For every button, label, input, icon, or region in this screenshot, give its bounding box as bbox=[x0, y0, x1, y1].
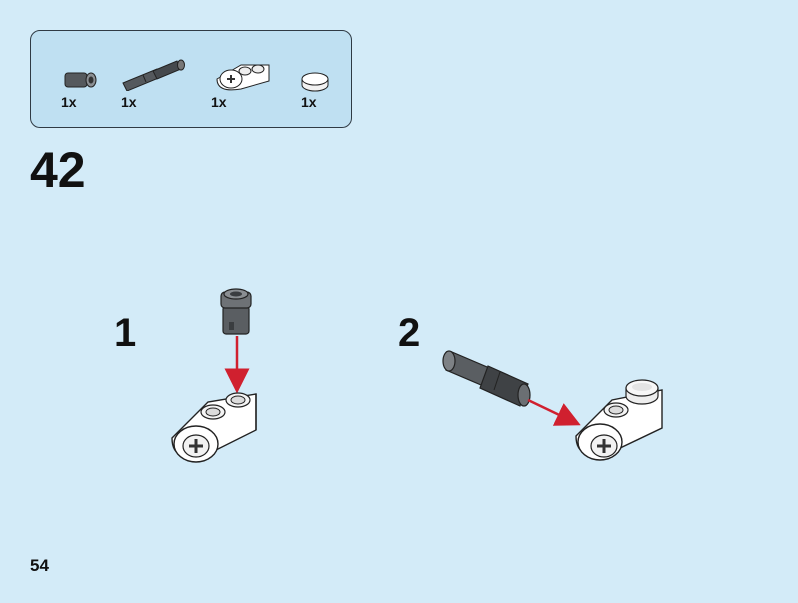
page-number: 54 bbox=[30, 556, 49, 575]
step2-long-axle-pin-icon bbox=[442, 350, 531, 407]
part-quantity: 1x bbox=[121, 94, 137, 110]
part-item-round-tile: 1x bbox=[299, 31, 339, 129]
step1-pin-icon bbox=[220, 288, 252, 335]
long-axle-pin-icon bbox=[122, 59, 185, 91]
step2-beam-connector-icon bbox=[575, 389, 663, 461]
parts-list-box: 1x 1x 1x 1x bbox=[30, 30, 352, 128]
substep-label-2: 2 bbox=[398, 311, 421, 355]
step2-arrow bbox=[527, 398, 581, 426]
step1-beam-connector-icon bbox=[171, 392, 257, 463]
part-quantity: 1x bbox=[61, 94, 77, 110]
beam-connector-icon bbox=[216, 64, 270, 91]
part-item-beam-connector: 1x bbox=[211, 31, 281, 129]
round-tile-icon bbox=[301, 72, 329, 92]
part-quantity: 1x bbox=[301, 94, 317, 110]
part-item-long-axle-pin: 1x bbox=[119, 31, 189, 129]
part-item-short-pin: 1x bbox=[59, 31, 99, 129]
step-number: 42 bbox=[30, 142, 86, 198]
short-pin-icon bbox=[64, 72, 97, 88]
part-quantity: 1x bbox=[211, 94, 227, 110]
substep-label-1: 1 bbox=[114, 311, 137, 355]
step2-round-tile-icon bbox=[625, 379, 659, 405]
